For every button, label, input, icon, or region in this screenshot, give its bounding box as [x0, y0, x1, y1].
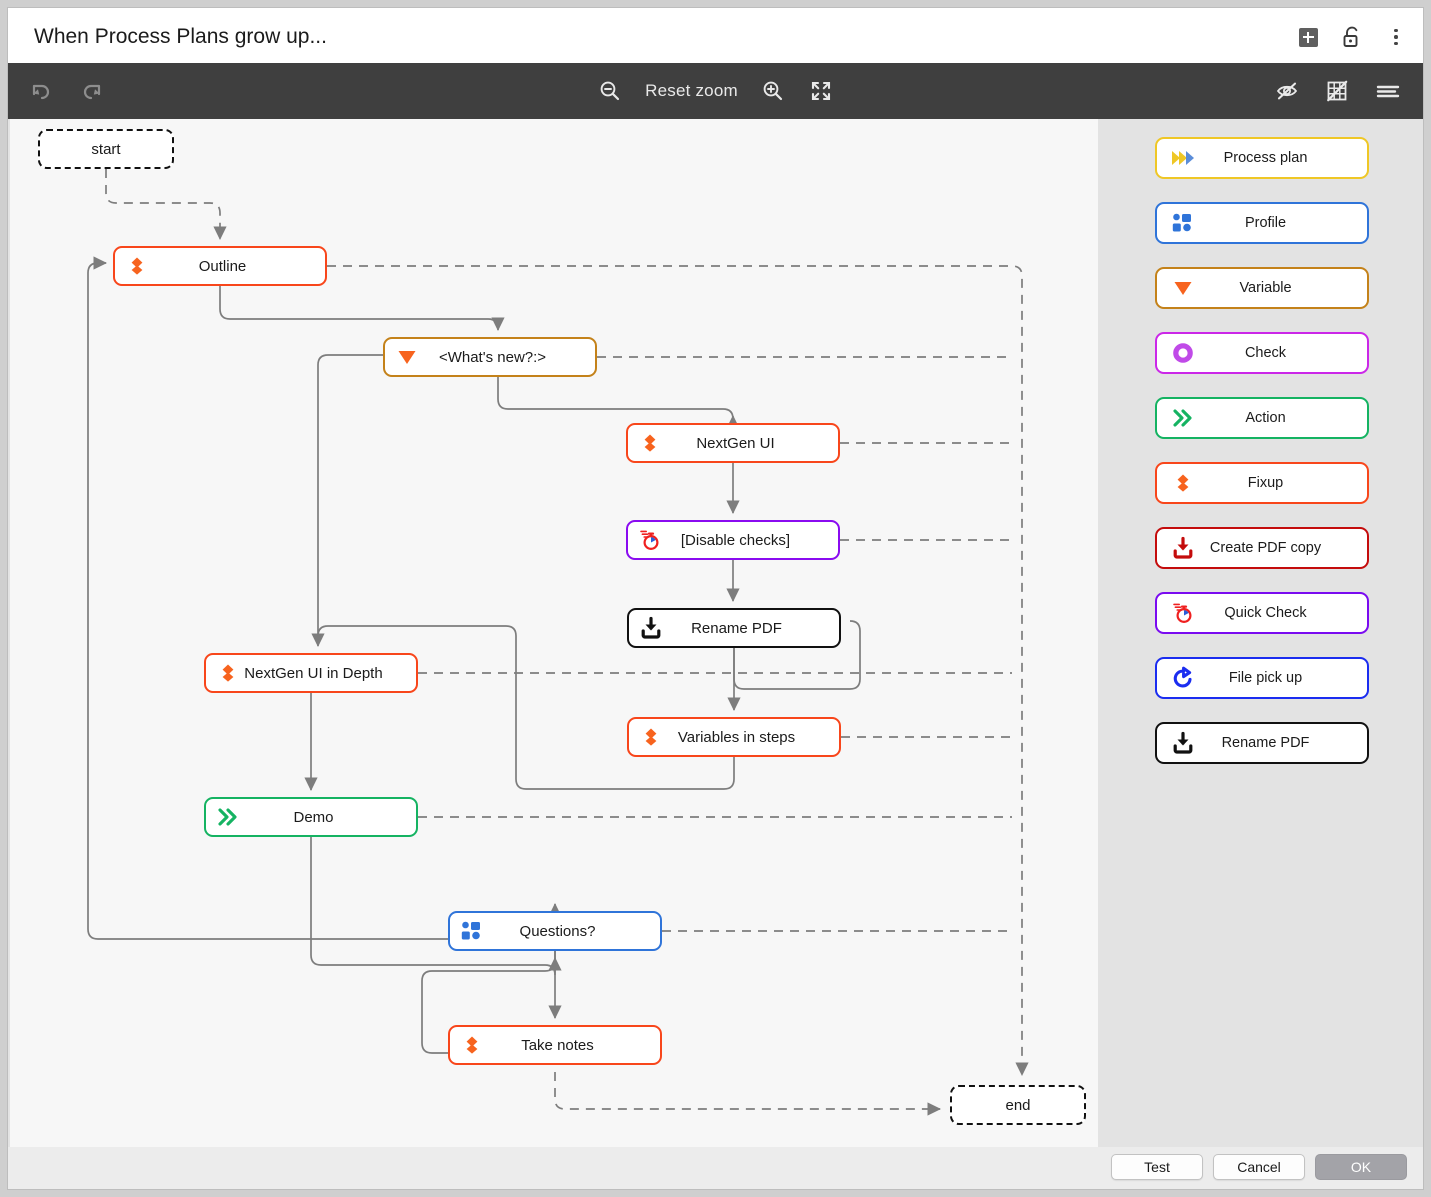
dialog-window: Reset zoom — [8, 8, 1423, 1189]
ok-button[interactable]: OK — [1315, 1154, 1407, 1180]
palette-item-process-plan[interactable]: Process plan — [1154, 137, 1369, 179]
flow-node-label: Outline — [198, 257, 247, 275]
test-button[interactable]: Test — [1111, 1154, 1203, 1180]
fixup-icon — [635, 431, 665, 455]
flow-node-label: Rename PDF — [691, 619, 782, 637]
fixup-icon — [457, 1033, 487, 1057]
title-bar-actions — [1295, 20, 1409, 54]
palette-item-label: Check — [1244, 345, 1287, 361]
flow-node-whatsnew[interactable]: <What's new?:> — [383, 337, 597, 377]
more-menu-icon[interactable] — [1383, 24, 1409, 50]
title-bar — [8, 8, 1423, 63]
fixup-icon — [213, 661, 243, 685]
palette-item-create-pdf-copy[interactable]: Create PDF copy — [1154, 527, 1369, 569]
palette-item-label: Variable — [1239, 280, 1292, 296]
palette-item-variable[interactable]: Variable — [1154, 267, 1369, 309]
palette-item-label: Process plan — [1223, 150, 1308, 166]
flow-node-label: Variables in steps — [677, 728, 796, 746]
quick-check-icon — [635, 528, 665, 552]
palette-item-label: File pick up — [1228, 670, 1303, 686]
palette-item-rename-pdf[interactable]: Rename PDF — [1154, 722, 1369, 764]
toolbar-history-group — [30, 63, 104, 119]
flow-node-label: NextGen UI — [696, 434, 775, 452]
profile-icon — [457, 919, 487, 943]
check-icon — [1167, 340, 1199, 366]
flow-node-label: Demo — [293, 808, 334, 826]
flow-node-nextgen[interactable]: NextGen UI — [626, 423, 840, 463]
flow-node-label: Questions? — [519, 922, 596, 940]
plan-title-input[interactable] — [30, 20, 1238, 54]
flow-node-label: Take notes — [521, 1036, 594, 1054]
palette-item-fixup[interactable]: Fixup — [1154, 462, 1369, 504]
flow-node-end[interactable]: end — [950, 1085, 1086, 1125]
quick-check-icon — [1167, 600, 1199, 626]
flow-connectors — [87, 169, 1029, 1116]
fixup-icon — [636, 725, 666, 749]
rename-pdf-icon — [636, 616, 666, 640]
action-icon — [213, 805, 243, 829]
variable-icon — [392, 345, 422, 369]
reset-zoom-button[interactable]: Reset zoom — [645, 81, 738, 100]
flow-node-outline[interactable]: Outline — [113, 246, 327, 286]
palette-item-label: Rename PDF — [1221, 735, 1310, 751]
fullscreen-icon[interactable] — [808, 78, 834, 104]
flow-node-label: [Disable checks] — [680, 531, 791, 549]
flow-node-depth[interactable]: NextGen UI in Depth — [204, 653, 418, 693]
toolbar-view-group — [1275, 63, 1401, 119]
palette-item-label: Profile — [1244, 215, 1287, 231]
flow-node-label: NextGen UI in Depth — [244, 664, 383, 682]
editor-toolbar: Reset zoom — [8, 63, 1423, 119]
toolbar-zoom-group: Reset zoom — [8, 63, 1423, 119]
add-icon[interactable] — [1295, 24, 1321, 50]
flow-node-disable[interactable]: [Disable checks] — [626, 520, 840, 560]
flow-node-label: end — [1005, 1096, 1031, 1114]
redo-icon[interactable] — [78, 78, 104, 104]
unlock-icon[interactable] — [1339, 24, 1365, 50]
dialog-footer: Test Cancel OK — [8, 1147, 1423, 1189]
rename-pdf-icon — [1167, 730, 1199, 756]
palette-item-file-pick-up[interactable]: File pick up — [1154, 657, 1369, 699]
profile-icon — [1167, 210, 1199, 236]
flow-node-label: <What's new?:> — [438, 348, 547, 366]
palette-item-label: Fixup — [1247, 475, 1284, 491]
action-icon — [1167, 405, 1199, 431]
zoom-in-icon[interactable] — [760, 78, 786, 104]
flow-node-rename[interactable]: Rename PDF — [627, 608, 841, 648]
file-pickup-icon — [1167, 665, 1199, 691]
fixup-icon — [122, 254, 152, 278]
palette-item-label: Action — [1245, 410, 1286, 426]
flow-node-start[interactable]: start — [38, 129, 174, 169]
palette-item-profile[interactable]: Profile — [1154, 202, 1369, 244]
variable-icon — [1167, 275, 1199, 301]
palette-item-action[interactable]: Action — [1154, 397, 1369, 439]
footer-button-group: Test Cancel OK — [1111, 1154, 1407, 1180]
zoom-out-icon[interactable] — [597, 78, 623, 104]
eye-off-icon[interactable] — [1275, 78, 1301, 104]
palette-item-check[interactable]: Check — [1154, 332, 1369, 374]
flow-node-vars[interactable]: Variables in steps — [627, 717, 841, 757]
flow-node-label: start — [91, 140, 121, 158]
create-pdf-icon — [1167, 535, 1199, 561]
undo-icon[interactable] — [30, 78, 56, 104]
flow-node-demo[interactable]: Demo — [204, 797, 418, 837]
grid-off-icon[interactable] — [1325, 78, 1351, 104]
flow-node-notes[interactable]: Take notes — [448, 1025, 662, 1065]
palette-item-label: Quick Check — [1224, 605, 1307, 621]
hamburger-menu-icon[interactable] — [1375, 78, 1401, 104]
process-plan-icon — [1167, 145, 1199, 171]
palette-item-quick-check[interactable]: Quick Check — [1154, 592, 1369, 634]
cancel-button[interactable]: Cancel — [1213, 1154, 1305, 1180]
flow-node-questions[interactable]: Questions? — [448, 911, 662, 951]
palette-item-label: Create PDF copy — [1209, 540, 1322, 556]
fixup-icon — [1167, 470, 1199, 496]
